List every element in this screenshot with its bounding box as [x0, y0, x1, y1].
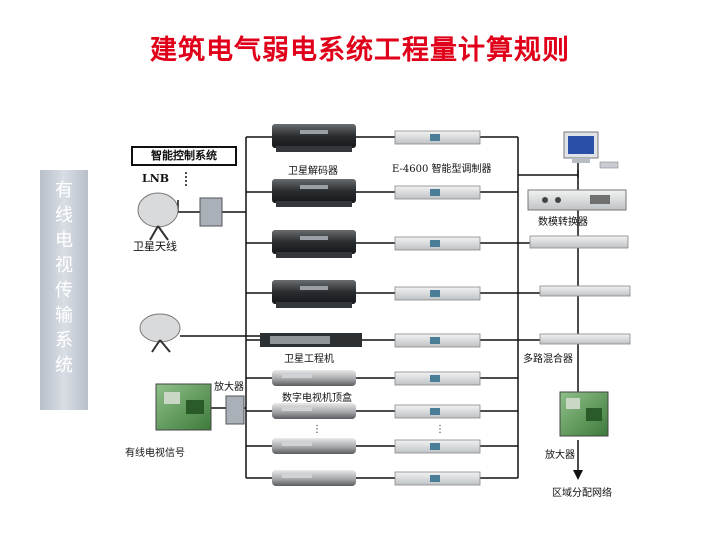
page-title: 建筑电气弱电系统工程量计算规则 [150, 35, 570, 66]
modulator-label: E-4600 智能型调制器 [392, 164, 492, 175]
amplifier-left-label: 放大器 [214, 382, 244, 393]
amplifier-right-icon [559, 391, 609, 437]
splitter-icon [199, 197, 223, 227]
computer-icon [563, 131, 619, 169]
satellite-antenna-label: 卫星天线 [133, 240, 177, 253]
satellite-dish-icon [137, 192, 179, 241]
digital-set-top-boxes [272, 370, 356, 486]
connection-lines [177, 136, 579, 479]
splitter-2-icon [225, 395, 245, 425]
da-converter [527, 189, 627, 211]
satellite-decoder-label: 卫星解码器 [288, 166, 338, 177]
cable-signal-label: 有线电视信号 [125, 448, 185, 459]
sidebar-label: 有 线 电 视 传 输 系 统 [40, 170, 88, 410]
smart-control-label: 智能控制系统 [131, 146, 237, 166]
right-rack-units [529, 235, 631, 345]
satellite-dish-2-icon [139, 313, 181, 353]
regional-network-label: 区域分配网络 [552, 488, 612, 499]
svg-text:⋮: ⋮ [312, 424, 322, 435]
satellite-decoders [272, 124, 356, 308]
lnb-label: LNB [142, 172, 170, 185]
amplifier-left-icon [155, 383, 212, 431]
sidebar-text: 有 线 电 视 传 输 系 统 [55, 180, 73, 376]
amplifier-right-label: 放大器 [545, 450, 575, 461]
da-converter-label: 数模转换器 [538, 217, 588, 228]
arrow-down-icon [573, 470, 583, 480]
digital-stb-label: 数字电视机顶盒 [282, 393, 352, 404]
modulators [394, 130, 481, 486]
mixer-label: 多路混合器 [523, 354, 573, 365]
satellite-engineering-label: 卫星工程机 [284, 354, 334, 365]
svg-text:⋮: ⋮ [435, 424, 445, 435]
